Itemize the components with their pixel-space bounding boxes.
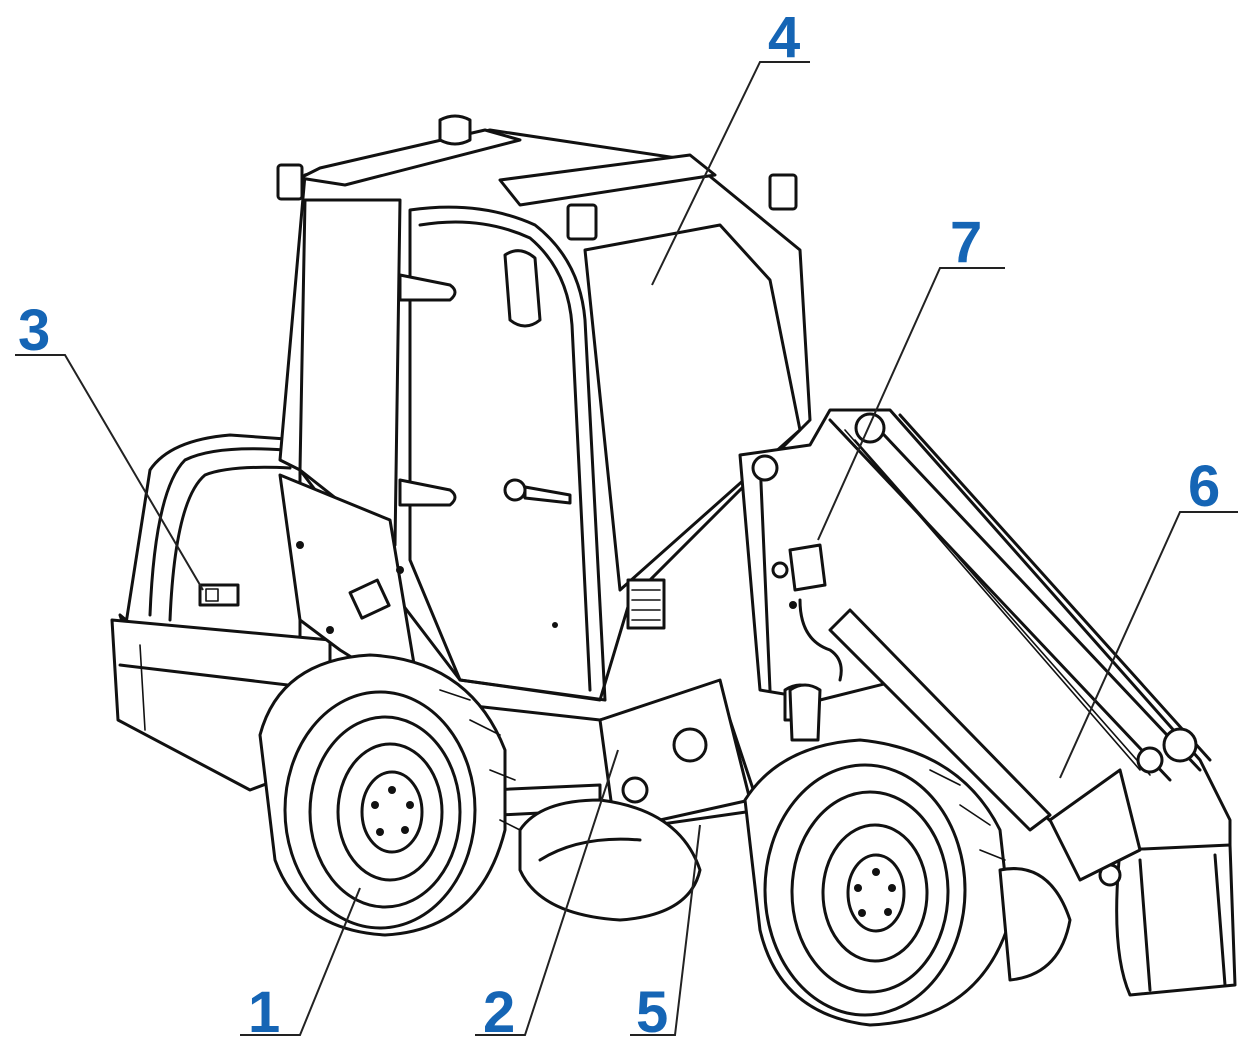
callout-5: 5 <box>636 980 668 1045</box>
loader-illustration <box>110 114 1237 1027</box>
leader-6 <box>1059 511 1238 779</box>
callout-1: 1 <box>248 980 280 1045</box>
leader-5 <box>630 824 701 1036</box>
callout-3: 3 <box>18 298 50 363</box>
leader-2 <box>475 749 619 1036</box>
rear-wheel <box>258 653 521 937</box>
callout-leaders <box>15 61 1238 1036</box>
leader-7 <box>817 267 1005 541</box>
leader-3 <box>15 354 204 591</box>
callout-7: 7 <box>950 210 982 275</box>
front-wheel <box>743 738 1072 1027</box>
leader-1 <box>240 887 361 1036</box>
fuel-filler <box>788 683 822 742</box>
loader-arm <box>738 408 1237 997</box>
callout-2: 2 <box>483 980 515 1045</box>
rear-wheel-far <box>518 798 702 922</box>
leader-4 <box>651 61 810 286</box>
callout-6: 6 <box>1188 454 1220 519</box>
callout-4: 4 <box>768 5 800 70</box>
cab <box>276 114 812 702</box>
callout-numbers: 1 2 3 4 5 6 7 <box>18 5 1220 1045</box>
